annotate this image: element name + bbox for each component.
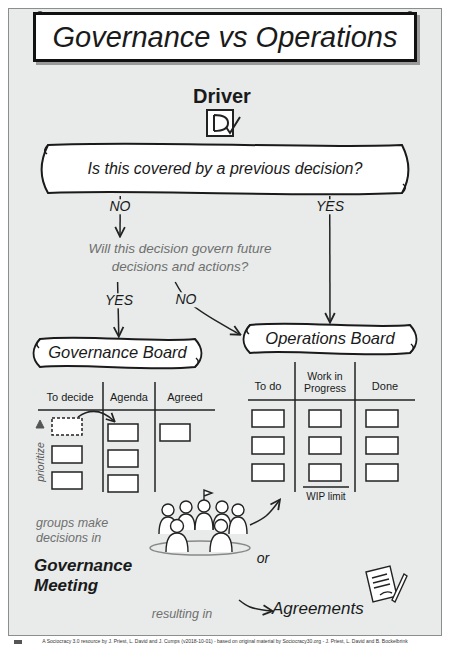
check-mark	[226, 117, 240, 133]
node-text: groups make decisions in	[36, 516, 148, 546]
card	[52, 472, 82, 489]
driver-icon	[207, 110, 240, 136]
priority-arrow	[36, 420, 44, 428]
driver-label: Driver	[193, 85, 251, 108]
header-line	[38, 409, 215, 411]
pen	[392, 574, 407, 602]
node-body-text: Governance Meeting	[34, 556, 152, 596]
card	[252, 437, 284, 454]
card	[252, 464, 284, 481]
card	[252, 410, 284, 427]
flow-arrow	[239, 600, 272, 611]
result-label: resulting in	[152, 607, 212, 621]
document-sheet	[366, 566, 397, 602]
agreements-node: Agreements	[272, 598, 360, 624]
or-label: or	[257, 550, 269, 566]
column-header: Work in Progress	[297, 370, 353, 394]
licence-badge	[14, 640, 22, 644]
flow-arrow	[329, 196, 331, 322]
card	[366, 464, 398, 481]
node-text: Governance Board	[30, 343, 205, 363]
node-text: Agreements	[272, 599, 360, 619]
card	[309, 464, 341, 481]
caption-text: A Sociocracy 3.0 resource by J. Priest, …	[14, 638, 436, 644]
governance-board: Governance Board	[30, 336, 215, 497]
person	[166, 533, 188, 552]
operations-table	[248, 362, 415, 492]
header-line	[248, 399, 415, 401]
card	[160, 424, 190, 441]
signature	[380, 592, 392, 595]
crowd-illustration	[150, 490, 250, 555]
title-banner: Governance vs Operations	[33, 12, 417, 62]
column-header: Done	[372, 380, 398, 393]
card	[108, 450, 138, 467]
question-text: Will this decision govern future decisio…	[60, 236, 300, 282]
column-header: Agenda	[110, 391, 148, 404]
person-head	[180, 501, 192, 513]
column-line	[354, 362, 356, 492]
wip-line	[303, 486, 349, 488]
edge-label: NO	[173, 292, 200, 307]
wip-label: WIP limit	[306, 491, 345, 503]
document-lines	[372, 574, 390, 588]
flow-arrow	[175, 282, 240, 334]
person-head	[171, 520, 184, 533]
card	[52, 446, 82, 463]
column-header: To decide	[46, 391, 93, 404]
edge-label: YES	[313, 199, 347, 214]
person-head	[198, 500, 210, 512]
card	[108, 424, 138, 441]
node-text: Operations Board	[240, 329, 420, 349]
person	[195, 513, 213, 530]
card-dashed	[52, 418, 82, 435]
facilitator-flag	[204, 490, 212, 500]
person-head	[216, 501, 228, 513]
decision-banner: Is this covered by a previous decision?	[38, 142, 412, 196]
operations-board: Operations Board	[240, 322, 420, 500]
column-line	[294, 362, 296, 492]
person	[210, 533, 232, 552]
person	[229, 517, 247, 534]
column-header: Agreed	[167, 391, 202, 404]
card	[108, 475, 138, 492]
governance-table	[36, 382, 215, 492]
node-text: Will this decision govern future decisio…	[60, 240, 300, 276]
node-text: Is this covered by a previous decision?	[38, 159, 412, 178]
column-line	[154, 382, 156, 492]
person-head	[215, 520, 228, 533]
column-header: To do	[255, 380, 282, 393]
card	[309, 437, 341, 454]
person-head	[162, 504, 174, 516]
card	[309, 410, 341, 427]
flow-arrow	[250, 500, 280, 525]
governance-meeting: groups make decisions in Governance Meeti…	[30, 500, 250, 600]
prioritize-label: prioritize	[34, 442, 46, 482]
edge-label: NO	[107, 199, 134, 214]
title-text: Governance vs Operations	[53, 21, 398, 54]
flow-arrow	[118, 282, 119, 336]
card	[366, 437, 398, 454]
move-arrow	[78, 411, 114, 421]
edge-label: YES	[102, 293, 136, 308]
card	[366, 410, 398, 427]
column-line	[102, 382, 104, 492]
document-icon	[366, 566, 407, 602]
floor-ring	[150, 541, 250, 555]
person-head	[232, 504, 244, 516]
